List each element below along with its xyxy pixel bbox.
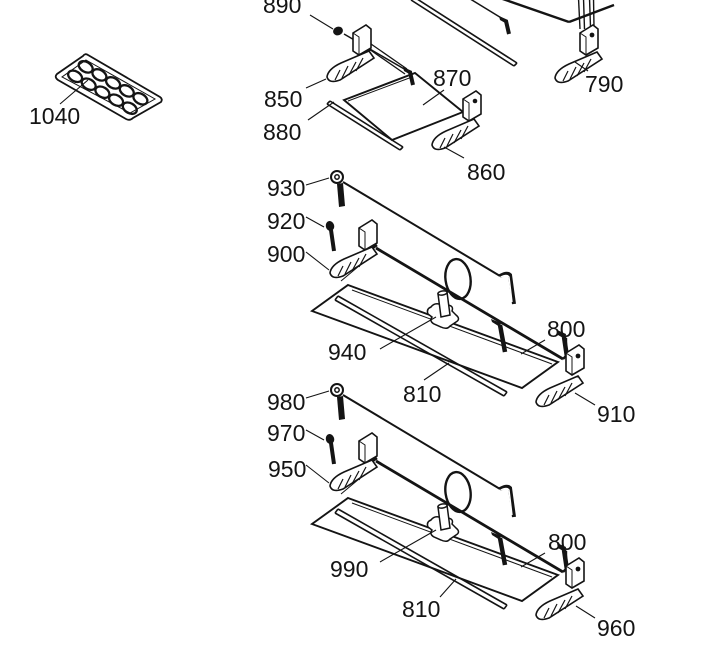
bottom-shelf-assembly <box>312 384 584 619</box>
part-label-800-bottom: 800 <box>548 529 586 555</box>
part-label-1040: 1040 <box>29 103 80 129</box>
part-label-910: 910 <box>597 401 635 427</box>
callout-labels: 890 1040 850 870 790 880 860 930 920 900… <box>29 0 635 641</box>
part-label-790: 790 <box>585 71 623 97</box>
part-label-870: 870 <box>433 65 471 91</box>
part-label-960: 960 <box>597 615 635 641</box>
egg-tray <box>54 53 163 121</box>
part-label-810-bottom: 810 <box>402 596 440 622</box>
part-label-990: 990 <box>330 556 368 582</box>
part-label-950: 950 <box>268 456 306 482</box>
top-shelf-assembly <box>326 0 615 151</box>
part-label-800-middle: 800 <box>547 316 585 342</box>
part-label-890: 890 <box>263 0 301 18</box>
part-label-980: 980 <box>267 389 305 415</box>
part-label-880: 880 <box>263 119 301 145</box>
middle-shelf-assembly <box>312 171 584 406</box>
part-label-850: 850 <box>264 86 302 112</box>
part-label-900: 900 <box>267 241 305 267</box>
part-label-930: 930 <box>267 175 305 201</box>
leader-lines <box>59 14 596 619</box>
part-label-810-middle: 810 <box>403 381 441 407</box>
part-label-970: 970 <box>267 420 305 446</box>
part-label-860: 860 <box>467 159 505 185</box>
part-label-940: 940 <box>328 339 366 365</box>
part-label-920: 920 <box>267 208 305 234</box>
